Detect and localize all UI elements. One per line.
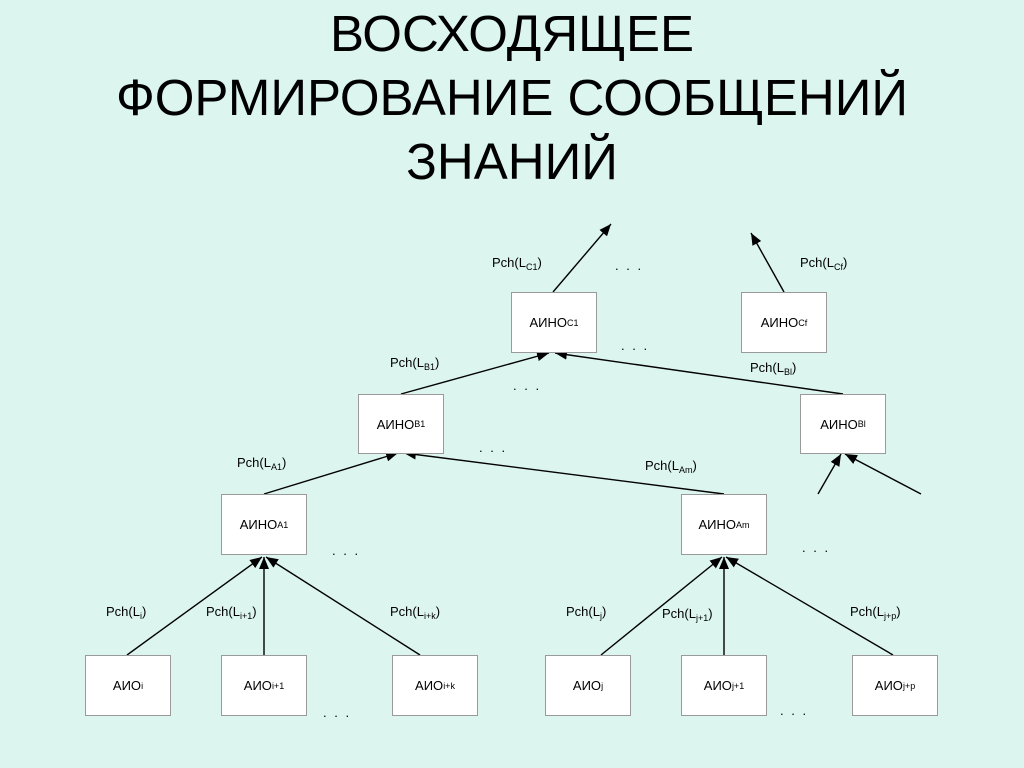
ellipsis-leaf-right: . . . [802, 540, 831, 555]
ellipsis-c-right: . . . [621, 338, 650, 353]
label-pch-lj: Pch(Lj) [566, 604, 607, 621]
ellipsis-a-level: . . . [479, 440, 508, 455]
label-pch-lbl: Pch(LBl) [750, 360, 797, 377]
ellipsis-bottom-right: . . . [780, 703, 809, 718]
label-pch-lb1: Pch(LB1) [390, 355, 440, 372]
label-pch-ljp: Pch(Lj+p) [850, 604, 901, 621]
ellipsis-b-level: . . . [513, 378, 542, 393]
label-pch-la1: Pch(LA1) [237, 455, 287, 472]
edge-cf-up [750, 232, 785, 293]
edge-aio-i-to-a1 [126, 556, 263, 656]
page-title: ВОСХОДЯЩЕЕ ФОРМИРОВАНИЕ СООБЩЕНИЙ ЗНАНИЙ [0, 2, 1024, 194]
label-pch-lik: Pch(Li+k) [390, 604, 441, 621]
ellipsis-bottom-left: . . . [323, 705, 352, 720]
edge-am-to-b1 [403, 449, 725, 495]
edge-b1-to-c1 [400, 351, 550, 395]
label-pch-lcf: Pch(LCf) [800, 255, 848, 272]
ellipsis-leaf-left: . . . [332, 543, 361, 558]
edge-a1-to-b1 [263, 451, 399, 495]
title-line-3: ЗНАНИЙ [406, 133, 618, 190]
ellipsis-c-top: . . . [615, 258, 644, 273]
edge-aio-jp-to-am [725, 556, 894, 656]
edge-aio-j-to-am [600, 556, 723, 656]
label-pch-li: Pch(Li) [106, 604, 147, 621]
edge-bl-to-c1 [554, 349, 844, 395]
edge-c1-up [552, 223, 612, 293]
label-pch-li1: Pch(Li+1) [206, 604, 257, 621]
label-pch-lam: Pch(LAm) [645, 458, 697, 475]
label-pch-lc1: Pch(LC1) [492, 255, 542, 272]
label-pch-lj1: Pch(Lj+1) [662, 606, 713, 623]
title-line-1: ВОСХОДЯЩЕЕ [329, 5, 695, 62]
edge-in-bl-right [844, 453, 922, 495]
edge-in-bl-left [817, 453, 842, 495]
title-line-2: ФОРМИРОВАНИЕ СООБЩЕНИЙ [115, 69, 909, 126]
edge-aio-ik-to-a1 [265, 556, 421, 656]
